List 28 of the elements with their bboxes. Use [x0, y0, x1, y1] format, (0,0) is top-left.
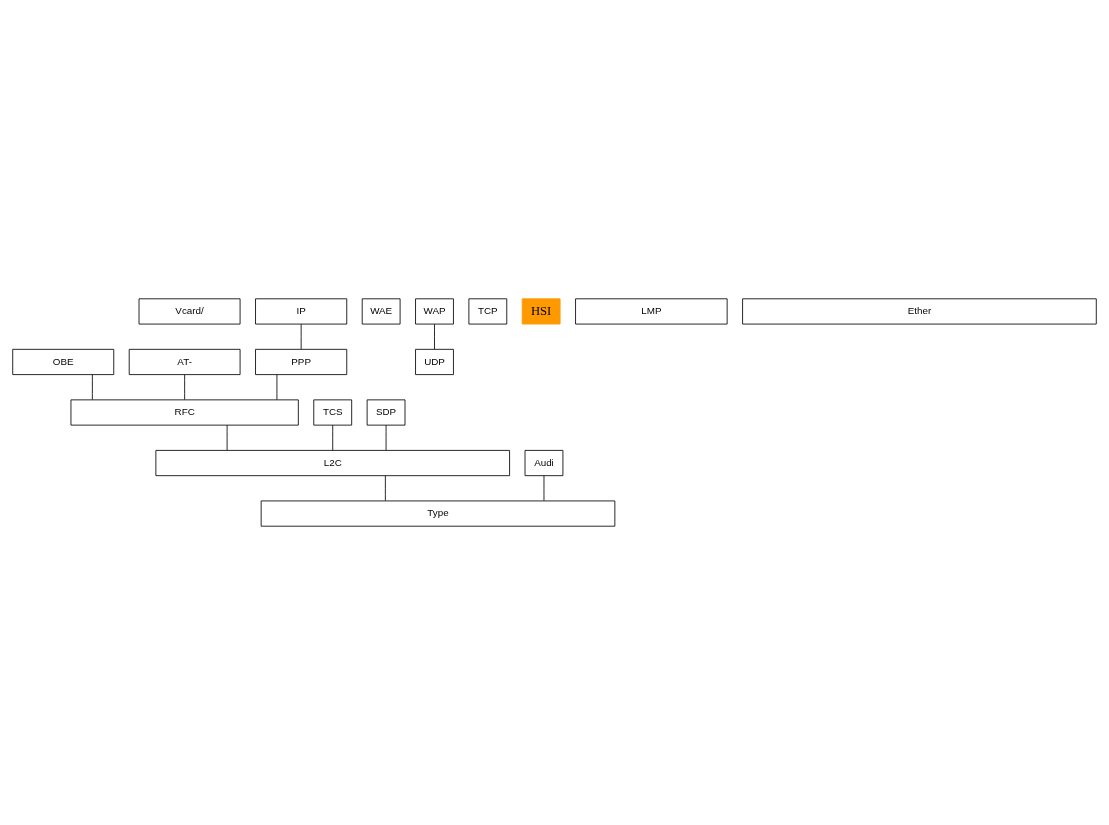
- node-box: Type: [260, 500, 616, 527]
- node-box: OBE: [12, 348, 115, 376]
- node-box: Audi: [524, 449, 564, 477]
- connector: [226, 424, 228, 451]
- connector: [332, 424, 334, 451]
- node-box: TCS: [313, 399, 353, 426]
- connector: [91, 374, 93, 400]
- node-box: Vcard/: [138, 298, 241, 325]
- node-box: AT-: [128, 348, 241, 376]
- connector: [276, 374, 278, 400]
- node-box: IP: [255, 298, 348, 325]
- node-box: SDP: [366, 399, 406, 426]
- connector: [184, 374, 186, 400]
- node-box: RFC: [70, 399, 299, 426]
- node-box: Ether: [742, 298, 1097, 325]
- node-box: TCP: [468, 298, 508, 325]
- node-box: LMP: [575, 298, 728, 325]
- connector: [543, 475, 545, 502]
- node-box: UDP: [415, 348, 454, 376]
- connector: [434, 323, 435, 350]
- connector: [300, 323, 302, 350]
- node-box: WAP: [415, 298, 454, 325]
- connector: [384, 475, 386, 502]
- connector: [385, 424, 387, 451]
- node-box: L2C: [155, 449, 510, 477]
- node-box: PPP: [255, 348, 348, 376]
- node-box: HSI: [521, 298, 561, 325]
- node-box: WAE: [361, 298, 401, 325]
